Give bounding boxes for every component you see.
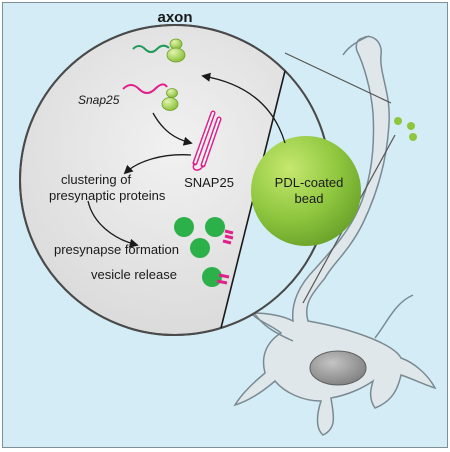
membrane-snap25 (216, 229, 234, 285)
diagram-canvas: PDL-coated bead axon Snap25 SNAP25 clust… (2, 2, 448, 448)
axon-title: axon (157, 9, 192, 26)
snap25-mrna-label: Snap25 (78, 93, 120, 107)
clustering-label-line2: presynaptic proteins (49, 188, 166, 203)
pdl-bead (251, 136, 361, 246)
arrow-presynapse (87, 200, 139, 248)
neuron-body (233, 35, 437, 436)
protein-linker (192, 162, 204, 171)
membrane-snap25-cluster (216, 273, 230, 285)
small-bead (409, 133, 417, 141)
untranslated-mrna-group (132, 38, 186, 63)
zoom-line (284, 52, 392, 104)
protein-helix (194, 112, 214, 164)
neuron-tip-branch (342, 35, 370, 56)
neuron-nucleus (309, 350, 367, 386)
snap25-protein: SNAP25 (184, 110, 234, 190)
small-bead (394, 117, 402, 125)
green-mrna-strand (132, 44, 170, 53)
ribosome-large-subunit (166, 47, 186, 63)
neuron-dendrite (252, 310, 294, 342)
diagram-svg: PDL-coated bead axon Snap25 SNAP25 clust… (19, 9, 437, 436)
small-beads (394, 117, 417, 141)
snap25-mrna-strand (122, 83, 168, 94)
bead-label-line1: PDL-coated (275, 175, 344, 190)
snap25-protein-label: SNAP25 (184, 175, 234, 190)
small-bead (407, 122, 415, 130)
membrane-snap25-cluster (222, 229, 234, 245)
arrow-clustering (123, 154, 192, 175)
ribosome-small-subunit (166, 88, 178, 98)
arrow-translation (152, 112, 193, 146)
bead-label-line2: bead (295, 191, 324, 206)
protein-helix (202, 118, 220, 166)
ribosome-large-subunit (161, 97, 179, 111)
neuron (233, 35, 437, 436)
vesicles (174, 217, 225, 287)
vesicle-label: vesicle release (91, 267, 177, 282)
vesicle (205, 217, 225, 237)
ribosome-small-subunit (169, 38, 183, 50)
arrow-bead-signal (201, 72, 286, 144)
vesicle (202, 267, 222, 287)
snap25-mrna-group: Snap25 (78, 83, 179, 111)
vesicle (190, 238, 210, 258)
vesicle (174, 217, 194, 237)
arrows (87, 72, 286, 248)
neuron-dendrite (374, 294, 414, 339)
clustering-label-line1: clustering of (61, 172, 131, 187)
presynapse-label: presynapse formation (54, 242, 179, 257)
